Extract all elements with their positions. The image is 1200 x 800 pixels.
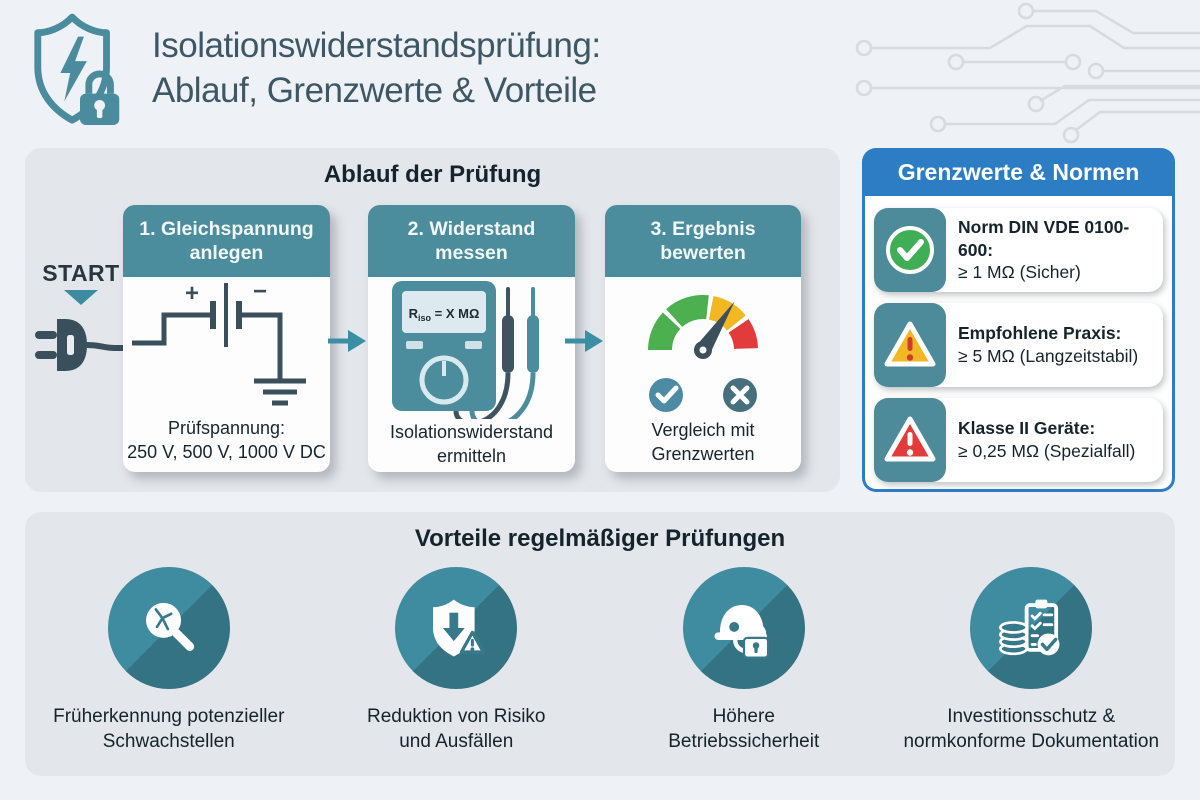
benefits-section: Vorteile regelmäßiger Prüfungen: [25, 512, 1175, 776]
step1-header: 1. Gleichspannung anlegen: [123, 205, 330, 277]
shield-alert-icon: [433, 599, 486, 657]
warning-yellow-icon: [884, 321, 936, 367]
battery-circuit-icon: + −: [131, 278, 306, 406]
page-title-line2: Ablauf, Grenzwerte & Vorteile: [152, 70, 597, 110]
step2-header: 2. Widerstand messen: [368, 205, 575, 277]
step3-caption: Vergleich mit Grenzwerten: [651, 420, 755, 464]
check-circle-icon: [649, 378, 683, 412]
svg-text:+: +: [184, 280, 198, 307]
process-title: Ablauf der Prüfung: [323, 161, 542, 188]
process-section: Ablauf der Prüfung START 1. Gleichspannu…: [25, 148, 840, 492]
x-circle-icon: [723, 378, 757, 412]
multimeter-icon: Riso = X MΩ: [391, 281, 539, 419]
flow-arrow-icon: [328, 330, 366, 352]
magnifier-crack-icon: [145, 602, 194, 651]
warning-red-icon: [884, 416, 936, 462]
benefit-item-safety: Höhere Betriebssicherheit: [600, 567, 888, 754]
page-title: Isolationswiderstandsprüfung: Ablauf, Gr…: [152, 24, 601, 114]
limit-row-norm: Norm DIN VDE 0100-600: ≥ 1 MΩ (Sicher): [874, 208, 1163, 292]
start-arrow-down-icon: [64, 290, 98, 305]
benefit-label: Früherkennung potenzieller Schwachstelle…: [53, 706, 285, 753]
benefit-label: Investitionsschutz & normkonforme Dokume…: [903, 706, 1160, 753]
gauge-icon: [648, 294, 758, 412]
benefit-label: Reduktion von Risiko und Ausfällen: [367, 706, 546, 753]
shield-lightning-lock-icon: [34, 13, 120, 125]
step-card-3: 3. Ergebnis bewerten: [605, 205, 801, 472]
start-label: START: [42, 260, 120, 286]
limits-section: Grenzwerte & Normen Norm DIN VDE 0100-60…: [862, 148, 1175, 492]
step2-caption: Isolationswiderstand ermitteln: [389, 422, 554, 466]
benefit-label: Höhere Betriebssicherheit: [668, 706, 820, 753]
svg-text:−: −: [252, 278, 266, 305]
limits-title: Grenzwerte & Normen: [862, 148, 1175, 196]
power-plug-icon: [35, 319, 137, 371]
step-card-2: 2. Widerstand messen Riso = X MΩ: [368, 205, 575, 472]
circuit-traces-decoration: [855, 2, 1200, 144]
step1-caption: Prüfspannung: 250 V, 500 V, 1000 V DC: [127, 418, 326, 462]
limit-row-class2: Klasse II Geräte: ≥ 0,25 MΩ (Spezialfall…: [874, 398, 1163, 482]
benefit-item-investment: Investitionsschutz & normkonforme Dokume…: [888, 567, 1176, 754]
benefit-item-risk: Reduktion von Risiko und Ausfällen: [313, 567, 601, 754]
coins-checklist-icon: [999, 599, 1060, 656]
benefits-title: Vorteile regelmäßiger Prüfungen: [414, 525, 786, 552]
flow-arrow-icon: [565, 330, 603, 352]
step-card-1: 1. Gleichspannung anlegen + − Prüfspannu…: [123, 205, 330, 472]
step3-header: 3. Ergebnis bewerten: [605, 205, 801, 277]
page-title-line1: Isolationswiderstandsprüfung:: [152, 26, 601, 65]
benefit-item-detection: Früherkennung potenzieller Schwachstelle…: [25, 567, 313, 754]
limit-row-practice: Empfohlene Praxis: ≥ 5 MΩ (Langzeitstabi…: [874, 303, 1163, 387]
check-circle-icon: [886, 226, 934, 274]
svg-text:Riso = X MΩ: Riso = X MΩ: [408, 306, 479, 323]
helmet-lock-icon: [714, 605, 769, 659]
